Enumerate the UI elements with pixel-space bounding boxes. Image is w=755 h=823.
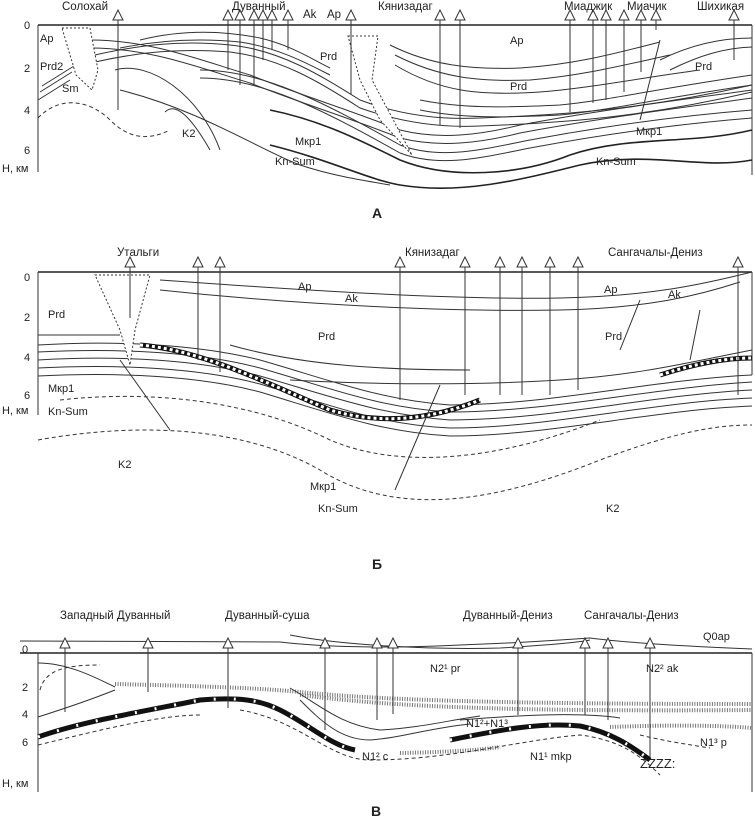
well-label-utalgi: Утальги [117, 247, 159, 259]
unit-label: K2 [606, 503, 619, 515]
axis-unit-label: H, км [2, 778, 28, 790]
diapir [347, 35, 413, 156]
tick-label: 2 [24, 63, 30, 75]
unit-label: N2¹ pr [430, 663, 461, 675]
unit-label: K2 [182, 128, 195, 140]
unit-label: Prd [605, 331, 622, 343]
unit-label: Kn-Sum [48, 406, 88, 418]
well-label-sangachaly-deniz: Сангачалы-Дениз [584, 610, 679, 622]
unit-label: Ap [327, 9, 341, 21]
section-title-c: В [371, 803, 381, 819]
section-b: 0 2 4 6 H, км [2, 247, 753, 572]
well-label-duvanny-deniz: Дуванный-Дениз [463, 610, 553, 622]
well-label-kyanizadag: Кянизадаг [378, 1, 433, 13]
unit-label: Prd2 [40, 61, 63, 73]
section-title-b: Б [372, 556, 382, 572]
well-label-shikhikaya: Шихикая [697, 1, 744, 13]
unit-label: Prd [320, 51, 337, 63]
unit-label: Ak [668, 289, 681, 301]
tick-label: 2 [24, 312, 30, 324]
tick-label: 6 [24, 145, 30, 157]
unit-label: Mкр1 [295, 136, 321, 148]
unit-label: N1²+N1³ [466, 718, 508, 730]
section-a: 0 2 4 6 H, км [2, 1, 753, 221]
depth-ticks: 0 2 4 6 H, км [2, 20, 30, 175]
unit-label: Prd [695, 61, 712, 73]
well-label-duvanny-susha: Дуванный-суша [225, 610, 310, 622]
axis-unit-label: H, км [2, 163, 28, 175]
unit-label: Prd [48, 309, 65, 321]
unit-label: Mкр1 [636, 126, 662, 138]
unit-label: Kn-Sum [596, 156, 636, 168]
unit-label: N1² c [362, 751, 389, 763]
unit-label: N1³ p [700, 737, 727, 749]
unit-label: N1¹ mkp [530, 751, 572, 763]
axis-unit-label: H, км [2, 405, 28, 417]
unit-label: Kn-Sum [275, 156, 315, 168]
well-label-miachik: Миачик [627, 1, 668, 13]
diapir [94, 274, 151, 366]
tick-label: 2 [22, 682, 28, 694]
wells [112, 8, 740, 128]
well-label-kyanizadag: Кянизадаг [405, 247, 460, 259]
tick-label: 0 [24, 272, 30, 284]
wells [59, 636, 656, 758]
tick-label: 4 [22, 709, 28, 721]
unit-label: Ak [303, 9, 317, 21]
tick-label: 6 [22, 737, 28, 749]
wells [124, 255, 744, 400]
unit-label: N2² ak [646, 663, 679, 675]
unit-label: Sm [62, 83, 79, 95]
unit-label: Ap [298, 281, 311, 293]
tick-label: 4 [24, 352, 30, 364]
unit-label: Mкр1 [48, 383, 74, 395]
diapir [61, 27, 99, 91]
well-label-sangachaly-deniz: Сангачалы-Дениз [608, 247, 703, 259]
well-label-duvanny: Дуванный [232, 1, 286, 13]
tick-label: 4 [24, 105, 30, 117]
unit-label: Ap [604, 284, 617, 296]
unit-label: Kn-Sum [318, 503, 358, 515]
section-title-a: А [372, 205, 382, 221]
unit-label: Prd [510, 81, 527, 93]
tick-label: 0 [24, 20, 30, 32]
unit-label: Q0ap [703, 631, 730, 643]
unit-label: K2 [118, 459, 131, 471]
unit-label: Prd [318, 331, 335, 343]
unit-label: Ap [510, 35, 523, 47]
fault-zone-marks: ZZZZ: [640, 756, 675, 771]
well-label-solokhai: Солохай [62, 1, 108, 13]
tick-label: 0 [22, 644, 28, 656]
well-label-miadzhik: Миаджик [564, 1, 613, 13]
tick-label: 6 [24, 390, 30, 402]
section-c: 0 2 4 6 H, км ZZZZ: [2, 610, 753, 819]
unit-label: Ak [345, 293, 358, 305]
unit-label: Mкр1 [310, 481, 336, 493]
well-label-zapadny-duvanny: Западный Дуванный [60, 610, 170, 622]
unit-label: Ap [40, 33, 53, 45]
